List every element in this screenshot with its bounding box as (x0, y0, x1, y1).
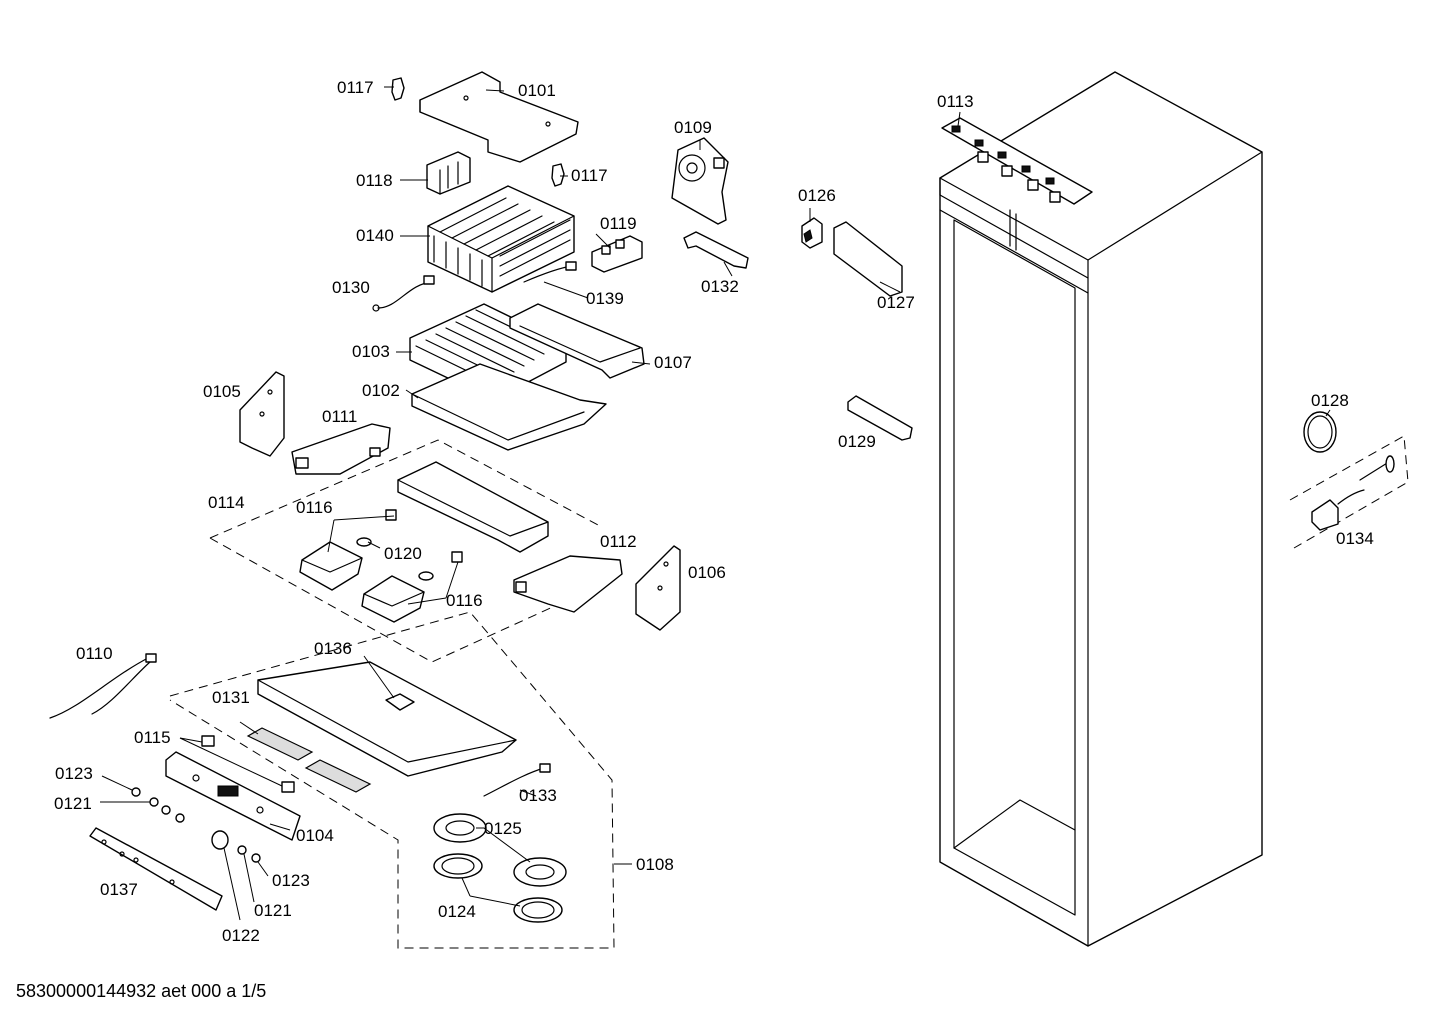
part-0131-strip (246, 727, 372, 793)
label-0136: 0136 (314, 639, 352, 658)
label-0127: 0127 (877, 293, 915, 312)
part-0134-group (1289, 435, 1409, 549)
label-0126: 0126 (798, 186, 836, 205)
label-0101: 0101 (518, 81, 556, 100)
label-0113: 0113 (937, 92, 974, 111)
label-0122: 0122 (222, 926, 260, 945)
part-0137-panel (89, 827, 223, 911)
label-0103: 0103 (352, 342, 390, 361)
label-0108: 0108 (636, 855, 674, 874)
label-0118: 0118 (356, 171, 393, 190)
label-0117b: 0117 (571, 166, 608, 185)
label-0102: 0102 (362, 381, 400, 400)
part-0124-ring (433, 853, 563, 923)
label-0114: 0114 (208, 493, 245, 512)
part-0130-wire (372, 275, 435, 312)
part-0140-evaporator (427, 185, 575, 293)
part-0117-clip (391, 77, 565, 187)
part-0129 (847, 395, 913, 441)
label-0106: 0106 (688, 563, 726, 582)
part-0107-channel (509, 303, 645, 379)
label-0134: 0134 (1336, 529, 1374, 548)
label-0124: 0124 (438, 902, 476, 921)
part-0101-cover (419, 71, 579, 163)
label-0105: 0105 (203, 382, 241, 401)
part-0133-wire (483, 763, 551, 797)
part-labels: 0117 0101 0117 0118 0109 0113 0126 0140 … (54, 78, 1374, 945)
label-0123b: 0123 (272, 871, 310, 890)
part-0110-wire (49, 653, 157, 719)
part-0119 (591, 235, 643, 273)
leader-lines (100, 86, 1331, 921)
part-0128-ring (1303, 411, 1337, 453)
label-0109: 0109 (674, 118, 712, 137)
label-0132: 0132 (701, 277, 739, 296)
part-0104-panel (165, 751, 301, 841)
label-0107: 0107 (654, 353, 692, 372)
label-0133: 0133 (519, 786, 557, 805)
part-0125-ring (433, 813, 567, 887)
part-0122-knob (211, 830, 229, 850)
label-0121b: 0121 (254, 901, 292, 920)
part-0108-region (169, 611, 615, 949)
part-0106-bracket (635, 545, 681, 631)
label-0111: 0111 (322, 407, 357, 426)
label-0129: 0129 (838, 432, 876, 451)
label-0120: 0120 (384, 544, 422, 563)
cabinet-housing (939, 71, 1263, 947)
label-0117a: 0117 (337, 78, 374, 97)
label-0116b: 0116 (446, 591, 483, 610)
part-0127-panel (833, 221, 903, 297)
document-footer-code: 58300000144932 aet 000 a 1/5 (16, 981, 267, 1001)
part-0114-frame (397, 461, 549, 553)
label-0139: 0139 (586, 289, 624, 308)
part-0113-strip (941, 117, 1093, 205)
label-0121a: 0121 (54, 794, 92, 813)
label-0131: 0131 (212, 688, 250, 707)
part-0126-switch (801, 217, 823, 249)
part-0102-tray (411, 363, 607, 451)
part-0136-plate (257, 661, 517, 777)
part-0132-bar (683, 231, 749, 269)
label-0125: 0125 (484, 819, 522, 838)
part-0109-fan (671, 137, 729, 225)
part-0118-block (426, 151, 471, 195)
label-0137: 0137 (100, 880, 138, 899)
part-0121-knob (131, 787, 261, 863)
label-0104: 0104 (296, 826, 334, 845)
label-0123a: 0123 (55, 764, 93, 783)
part-0116-lamp-cover (299, 509, 463, 623)
label-0128: 0128 (1311, 391, 1349, 410)
label-0116a: 0116 (296, 498, 333, 517)
label-0130: 0130 (332, 278, 370, 297)
label-0115: 0115 (134, 728, 171, 747)
part-0139-wire (523, 261, 577, 283)
label-0119: 0119 (600, 214, 637, 233)
part-0115-clip (201, 735, 295, 793)
label-0140: 0140 (356, 226, 394, 245)
label-0110: 0110 (76, 644, 113, 663)
part-0112 (513, 555, 623, 613)
part-0120-bulb (356, 537, 434, 581)
part-0105-bracket (239, 371, 285, 457)
part-0114-region (209, 439, 601, 663)
label-0112: 0112 (600, 532, 637, 551)
part-0111 (291, 423, 391, 475)
